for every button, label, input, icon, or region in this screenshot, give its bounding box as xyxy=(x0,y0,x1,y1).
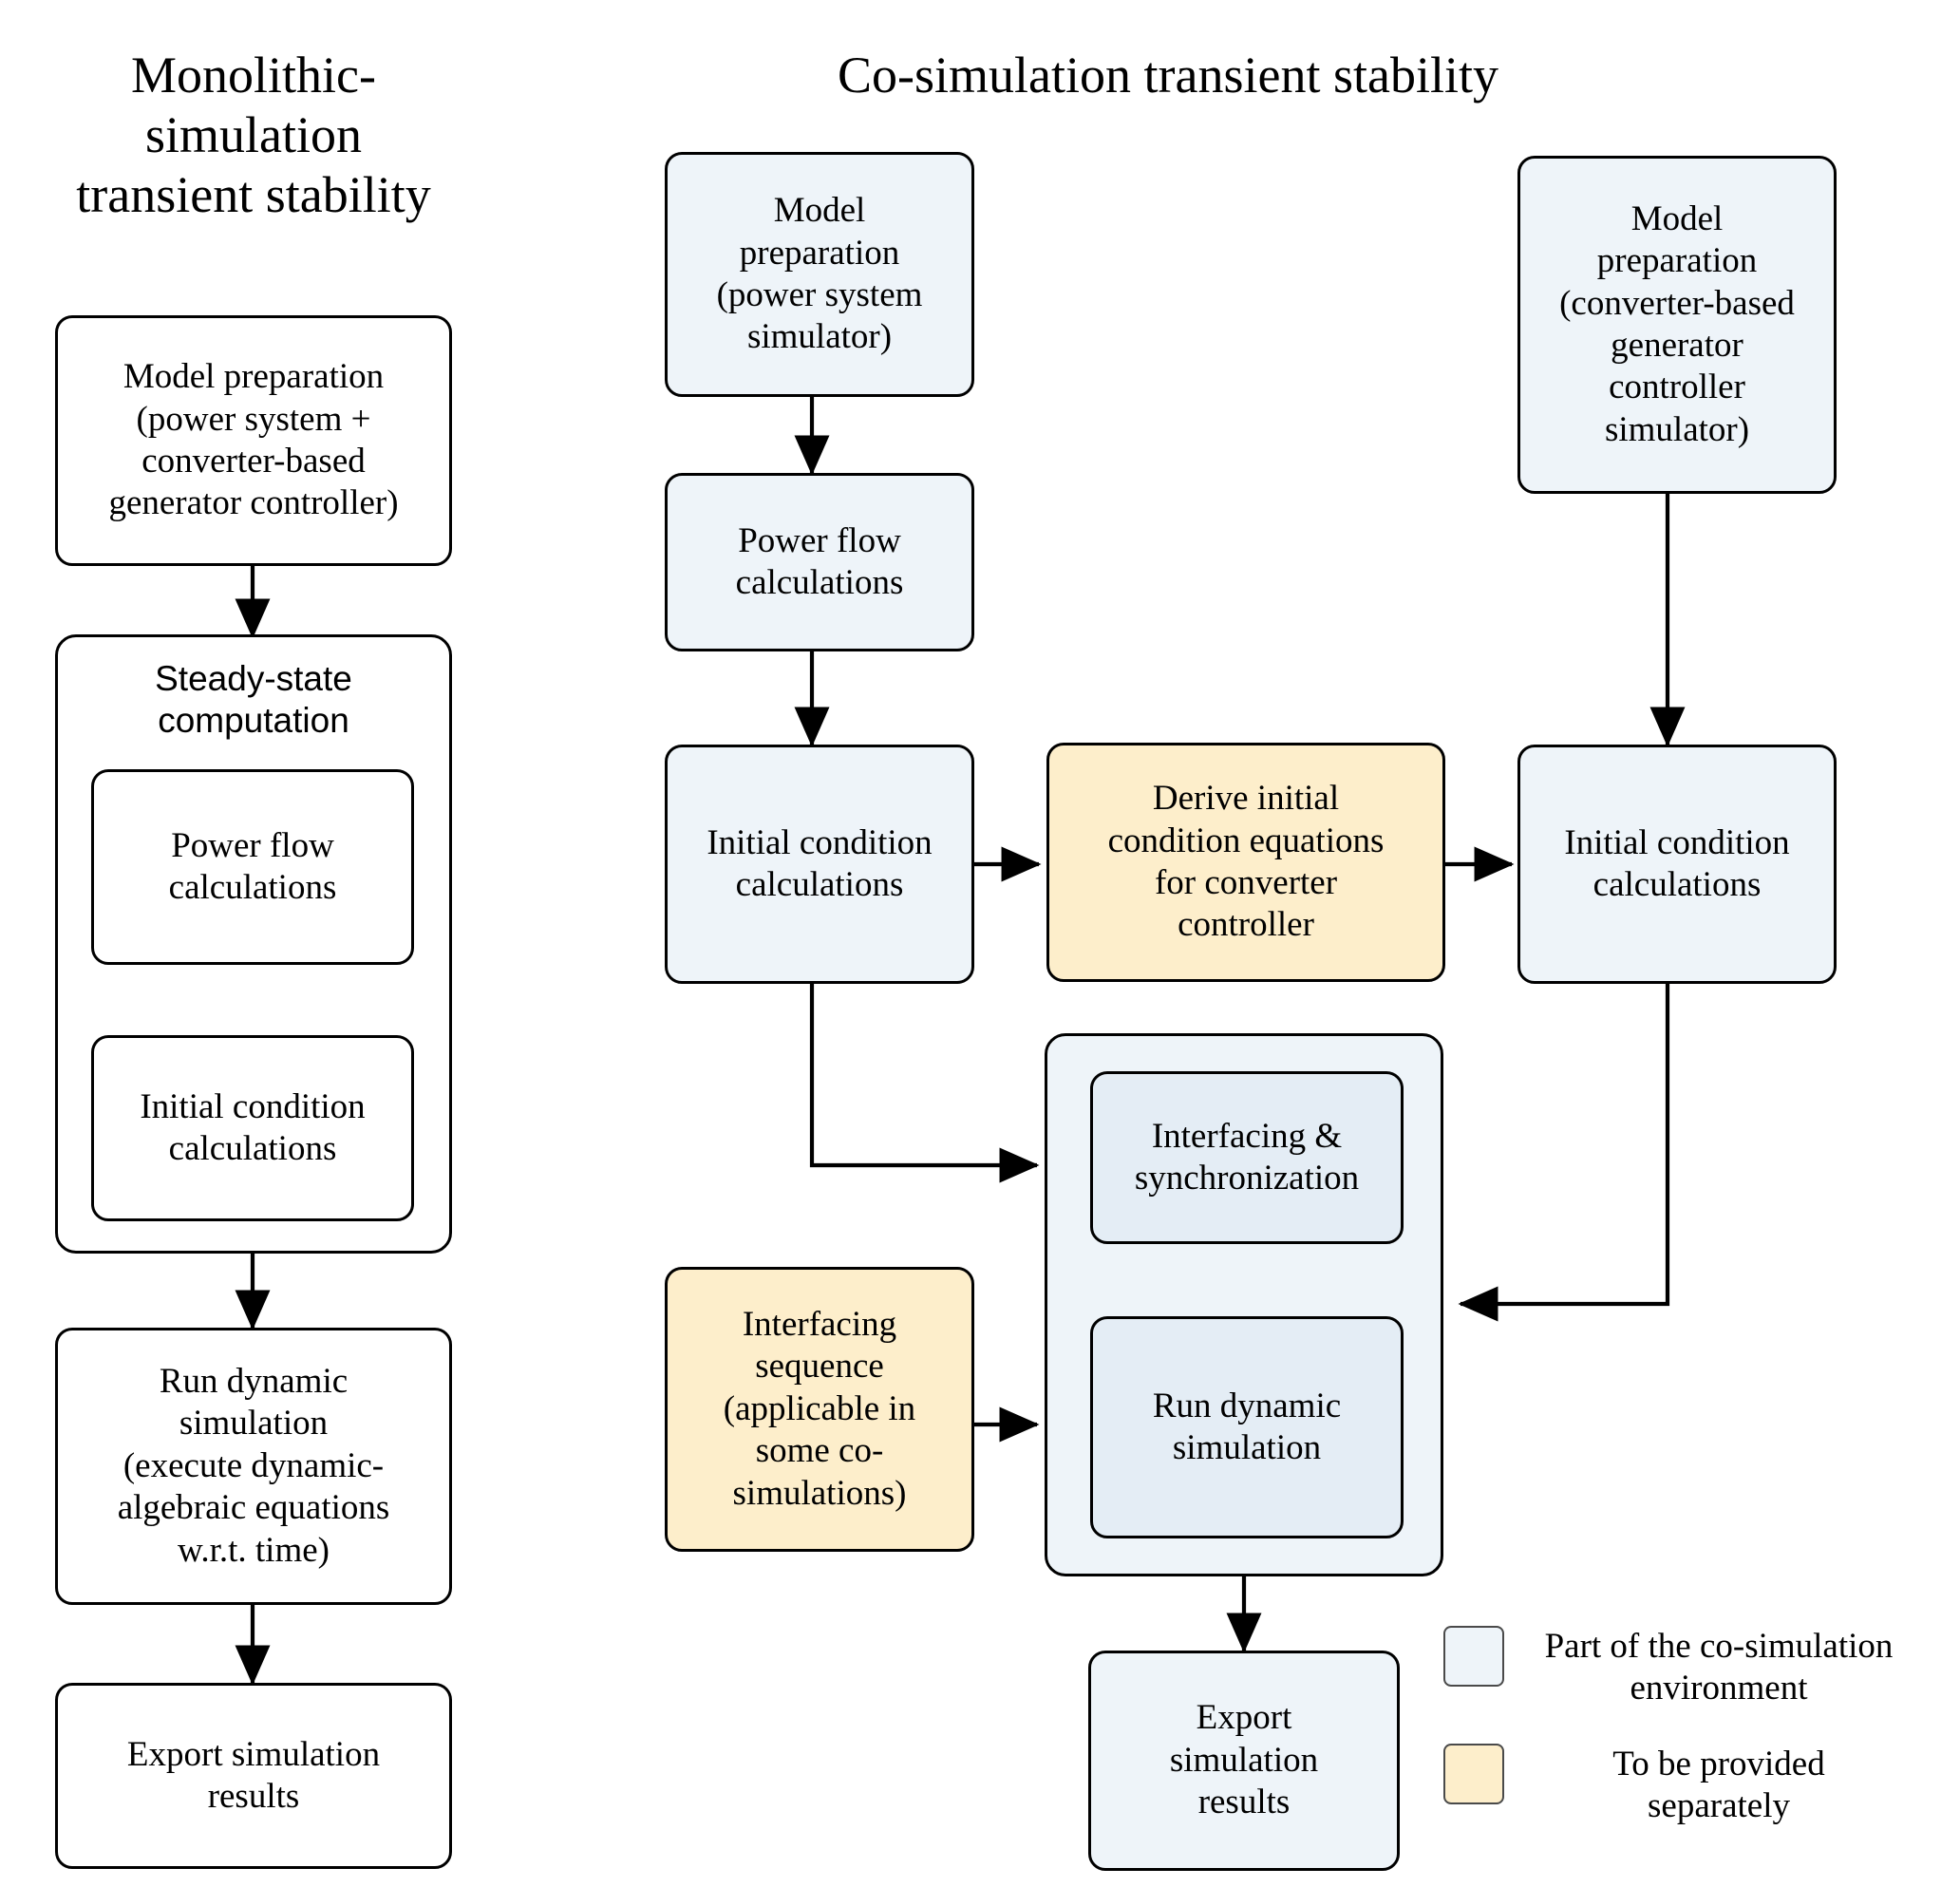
legend-label-provided-separately: To be provided separately xyxy=(1612,1745,1825,1825)
legend-swatch-provided-separately xyxy=(1443,1744,1504,1804)
cosim-model-preparation-power-box[interactable]: Model preparation (power system simulato… xyxy=(665,152,974,397)
mono-model-preparation-label: Model preparation (power system + conver… xyxy=(108,357,399,523)
legend-item-cosim-environment: Part of the co-simulation environment xyxy=(1443,1626,1909,1708)
mono-run-dynamic-box[interactable]: Run dynamic simulation (execute dynamic-… xyxy=(55,1328,452,1605)
mono-steady-state-label: Steady-state computation xyxy=(155,659,352,741)
cosim-run-dynamic-box[interactable]: Run dynamic simulation xyxy=(1090,1316,1404,1538)
mono-power-flow-label: Power flow calculations xyxy=(168,825,337,907)
mono-model-preparation-box[interactable]: Model preparation (power system + conver… xyxy=(55,315,452,566)
cosim-interfacing-sequence-label: Interfacing sequence (applicable in some… xyxy=(723,1305,916,1513)
cosim-power-flow-box[interactable]: Power flow calculations xyxy=(665,473,974,651)
cosim-initial-condition-right-box[interactable]: Initial condition calculations xyxy=(1517,745,1837,984)
cosim-initial-condition-right-label: Initial condition calculations xyxy=(1564,822,1790,904)
edge-cosim-initial-right-to-container xyxy=(1458,984,1670,1322)
mono-initial-condition-label: Initial condition calculations xyxy=(140,1086,366,1168)
cosim-export-box[interactable]: Export simulation results xyxy=(1088,1651,1400,1871)
mono-export-label: Export simulation results xyxy=(126,1734,381,1816)
cosim-model-preparation-power-label: Model preparation (power system simulato… xyxy=(716,191,923,357)
cosim-interfacing-synchronization-label: Interfacing & synchronization xyxy=(1134,1116,1360,1198)
mono-export-box[interactable]: Export simulation results xyxy=(55,1683,452,1869)
cosim-model-preparation-converter-label: Model preparation (converter-based gener… xyxy=(1559,198,1795,449)
mono-run-dynamic-label: Run dynamic simulation (execute dynamic-… xyxy=(117,1362,390,1570)
cosim-power-flow-label: Power flow calculations xyxy=(735,520,904,602)
cosim-initial-condition-left-label: Initial condition calculations xyxy=(707,822,933,904)
mono-initial-condition-box[interactable]: Initial condition calculations xyxy=(91,1035,414,1221)
cosim-run-dynamic-label: Run dynamic simulation xyxy=(1152,1386,1342,1467)
cosim-interfacing-synchronization-box[interactable]: Interfacing & synchronization xyxy=(1090,1071,1404,1244)
legend-label-cosim-environment: Part of the co-simulation environment xyxy=(1544,1627,1894,1708)
cosim-interfacing-sequence-box[interactable]: Interfacing sequence (applicable in some… xyxy=(665,1267,974,1552)
legend-swatch-cosim-environment xyxy=(1443,1626,1504,1687)
legend: Part of the co-simulation environment To… xyxy=(1443,1626,1956,1863)
cosim-initial-condition-left-box[interactable]: Initial condition calculations xyxy=(665,745,974,984)
cosim-derive-initial-condition-box[interactable]: Derive initial condition equations for c… xyxy=(1046,743,1445,982)
cosim-derive-initial-condition-label: Derive initial condition equations for c… xyxy=(1107,779,1385,945)
left-column-title: Monolithic- simulation transient stabili… xyxy=(76,47,431,224)
cosim-model-preparation-converter-box[interactable]: Model preparation (converter-based gener… xyxy=(1517,156,1837,494)
mono-power-flow-box[interactable]: Power flow calculations xyxy=(91,769,414,965)
cosim-export-label: Export simulation results xyxy=(1169,1698,1319,1822)
right-column-title: Co-simulation transient stability xyxy=(838,47,1498,104)
legend-item-provided-separately: To be provided separately xyxy=(1443,1744,1909,1826)
edge-cosim-initial-to-interfacing xyxy=(809,984,1040,1183)
